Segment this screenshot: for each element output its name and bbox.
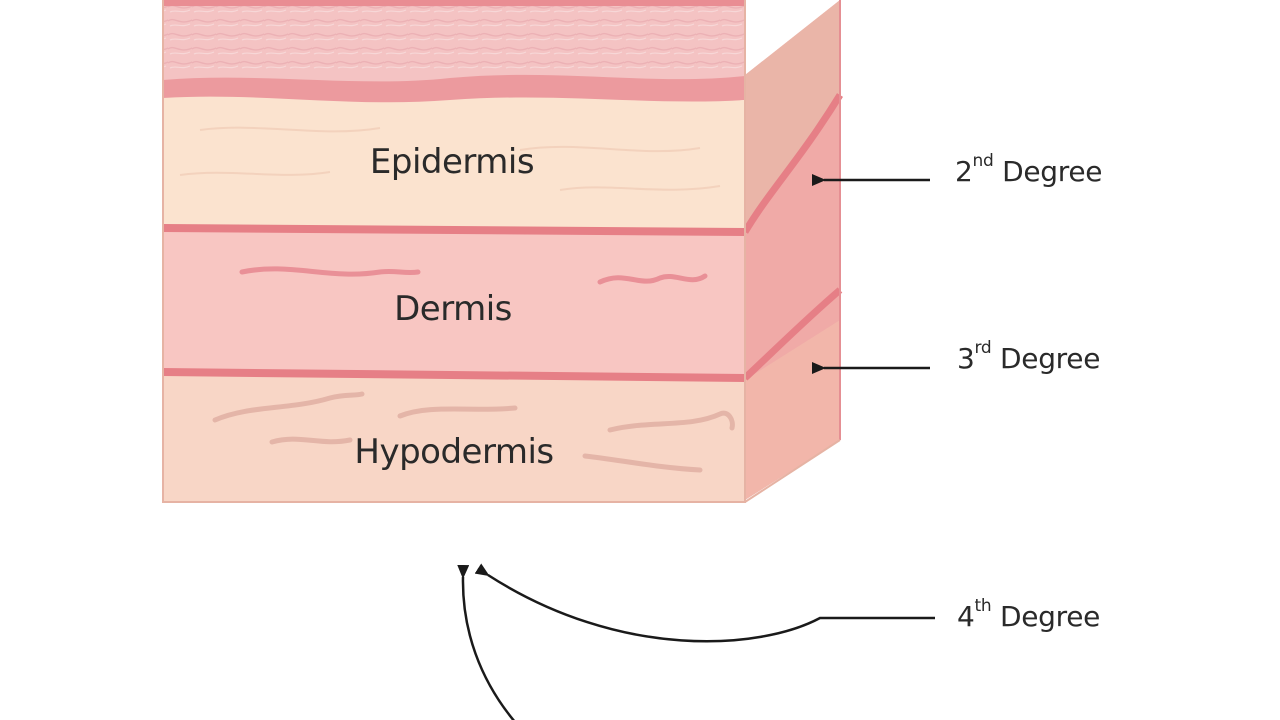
epidermis-label: Epidermis [369,142,535,182]
dermis-hypodermis-divider [162,368,746,382]
hypodermis-label: Hypodermis [354,432,554,472]
side-divider-upper [741,93,843,234]
fourth-degree-suffix: th [974,596,992,616]
fat-fiber-line [397,405,518,419]
fat-fiber-line [212,391,365,423]
second-degree-label: 2nd Degree [955,153,1103,189]
second-degree-word: Degree [1002,155,1103,188]
fat-fiber-line [582,453,703,473]
third-degree-label: 3rd Degree [957,340,1101,376]
hypodermis-layer [163,372,745,502]
fourth-degree-number: 4 [957,600,975,633]
epidermis-layer [163,96,745,230]
side-divider-lower [742,287,843,381]
fourth-degree-lower-arrow [457,564,516,720]
dermis-label: Dermis [394,289,512,329]
fourth-degree-arrow [474,563,935,643]
epidermis-dermis-divider [162,224,746,236]
fourth-degree-label: 4th Degree [957,598,1101,634]
degree-arrows [457,174,935,720]
third-degree-word: Degree [1000,342,1101,375]
skin-surface-layer [163,0,745,107]
skin-block-side-face [741,0,843,500]
second-degree-number: 2 [955,155,973,188]
third-degree-number: 3 [957,342,975,375]
fourth-degree-word: Degree [999,600,1101,633]
third-degree-suffix: rd [974,338,992,358]
hair-follicle-line [239,266,421,277]
fat-fiber-line [269,436,353,445]
second-degree-suffix: nd [972,151,994,171]
fat-fiber-line [607,410,735,433]
hair-follicle-line [597,273,708,285]
dermis-layer [163,228,745,378]
